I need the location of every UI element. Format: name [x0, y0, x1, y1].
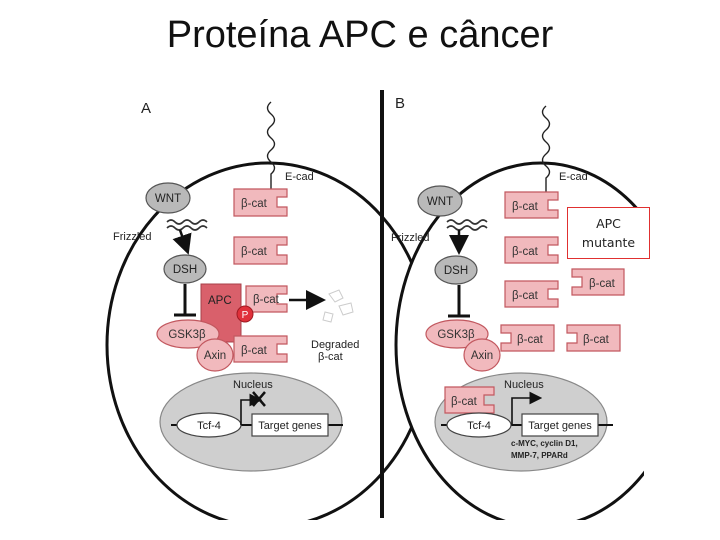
- panel-a-frizzled-receptor: [166, 219, 208, 225]
- panel-b-transcription-arrow: [511, 391, 543, 425]
- panel-b-bcat-label-2: β-cat: [589, 278, 616, 290]
- panel-b-bcat-label-3: β-cat: [512, 290, 539, 302]
- panel-a: A E-cad β-cat β-cat WNT Frizzled DSH APC…: [105, 100, 431, 520]
- panel-a-nucleus-label: Nucleus: [233, 379, 273, 391]
- panel-b-label: B: [395, 95, 405, 112]
- panel-b-target-genes-label: Target genes: [528, 420, 592, 432]
- panel-a-wnt-node: [145, 182, 191, 214]
- apc-pathway-figure: A E-cad β-cat β-cat WNT Frizzled DSH APC…: [81, 62, 644, 520]
- panel-a-target-genes-label: Target genes: [258, 420, 322, 432]
- panel-a-blocked-x: [252, 391, 266, 407]
- panel-b-wnt-node: [417, 185, 463, 217]
- panel-a-phospho-label: P: [242, 310, 249, 321]
- panel-a-ecad-label: E-cad: [285, 171, 314, 183]
- panel-a-axin-label: Axin: [204, 350, 226, 362]
- panel-b-bcat-block-5: [566, 324, 621, 352]
- panel-b-gsk3b-label: GSK3β: [437, 329, 475, 341]
- panel-b-wnt-label: WNT: [427, 196, 453, 208]
- panel-a-transcription-arrow: [240, 393, 263, 425]
- panel-b-tcf4-label: Tcf-4: [467, 420, 491, 432]
- panel-a-degraded-fragments: [322, 289, 354, 323]
- panel-a-apc-block: [200, 283, 242, 343]
- panel-b-frizzled-receptor: [446, 219, 488, 225]
- panel-a-degraded-line2: β-cat: [318, 351, 343, 363]
- panel-a-bcat-ecad-block: [233, 188, 288, 217]
- panel-a-bcat-complex-label: β-cat: [253, 294, 280, 306]
- callout-line2: mutante: [581, 235, 636, 250]
- panel-a-frizzled-label: Frizzled: [113, 231, 152, 243]
- panel-b-target-genes-box: [521, 413, 599, 437]
- panel-a-wnt-label: WNT: [155, 193, 181, 205]
- panel-a-dsh-label: DSH: [173, 264, 197, 276]
- panel-a-nucleus: [159, 372, 343, 472]
- panel-a-label: A: [141, 100, 151, 117]
- panel-b-bcat-block-1: [504, 236, 559, 264]
- panel-a-gsk3b-label: GSK3β: [168, 329, 206, 341]
- panel-a-axin-node: [196, 338, 234, 372]
- panel-b-genes-line1: c-MYC, cyclin D1,: [511, 439, 578, 448]
- panel-b-bcat-nuclear-label: β-cat: [451, 396, 478, 408]
- panel-a-phospho-marker: [236, 305, 254, 323]
- panel-a-gsk3b-node: [156, 319, 220, 349]
- panel-a-apc-label: APC: [208, 295, 232, 307]
- panel-b-bcat-label-5: β-cat: [583, 334, 610, 346]
- panel-b-bcat-ecad-label: β-cat: [512, 201, 539, 213]
- panel-a-bcat-ecad-label: β-cat: [241, 198, 268, 210]
- panel-b-bcat-block-2: [571, 268, 625, 296]
- panel-a-wnt-dsh-arrow: [172, 229, 192, 255]
- panel-b-nucleus-label: Nucleus: [504, 379, 544, 391]
- panel-a-target-genes-box: [251, 413, 329, 437]
- callout-line1: APC: [596, 216, 621, 231]
- panel-b-dsh-node: [434, 255, 478, 285]
- panel-a-bcat-complex-block: [245, 285, 288, 313]
- panel-b-bcat-block-3: [504, 280, 559, 308]
- panel-a-bcat-lower-block: [233, 335, 288, 363]
- panel-a-ecad-squiggle: [266, 101, 276, 196]
- panel-b-bcat-label-4: β-cat: [517, 334, 544, 346]
- panel-a-bcat-free-label: β-cat: [241, 246, 268, 258]
- panel-b-bcat-ecad-block: [504, 191, 559, 219]
- panel-b-dsh-label: DSH: [444, 265, 468, 277]
- panel-b-bcat-block-4: [500, 324, 555, 352]
- panel-b-genes-line2: MMP-7, PPARd: [511, 451, 568, 460]
- panel-b-ecad-label: E-cad: [559, 171, 588, 183]
- panel-a-tcf4-label: Tcf-4: [197, 420, 221, 432]
- panel-b-bcat-label-1: β-cat: [512, 246, 539, 258]
- slide-title: Proteína APC e câncer: [166, 14, 554, 56]
- panel-b-bcat-nuclear-block: [444, 386, 495, 414]
- panel-a-bcat-lower-label: β-cat: [241, 345, 268, 357]
- panel-b-axin-label: Axin: [471, 350, 493, 362]
- panel-b-frizzled-label: Frizzled: [391, 232, 430, 244]
- panel-b-tcf4-node: [446, 412, 512, 438]
- panel-a-degraded-line1: Degraded: [311, 339, 359, 351]
- panel-b-ecad-squiggle: [541, 105, 551, 196]
- panel-a-bcat-free-block: [233, 236, 288, 265]
- panel-b-axin-node: [463, 338, 501, 372]
- apc-mutante-callout: APC mutante: [567, 207, 650, 259]
- panel-a-dsh-node: [163, 254, 207, 284]
